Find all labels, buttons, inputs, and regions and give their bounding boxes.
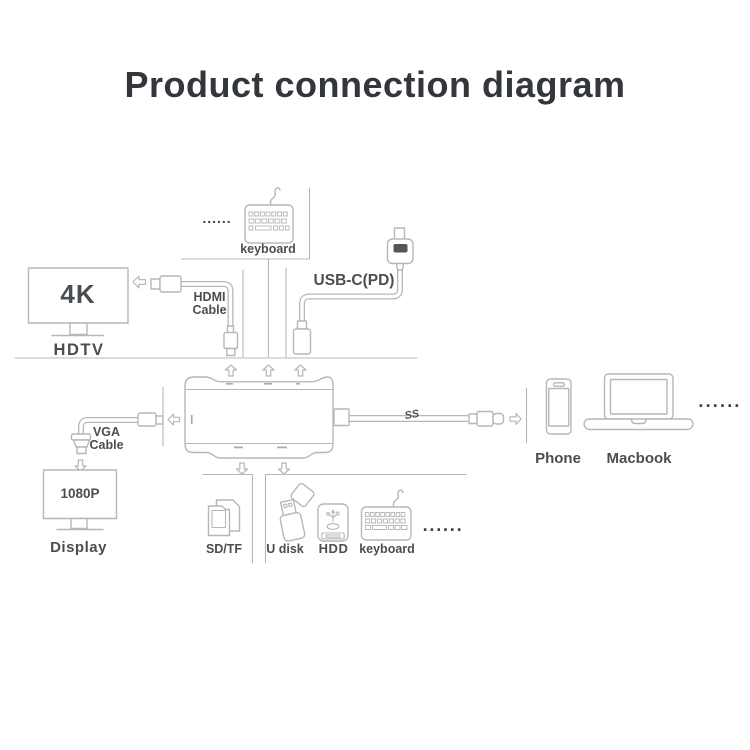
tv-icon: [27, 267, 129, 337]
usb-flash-drive-icon: [279, 482, 315, 542]
display-label: Display: [50, 538, 107, 556]
page-title: Product connection diagram: [124, 64, 626, 105]
keyboard-bracket-line: [180, 187, 311, 260]
usb-c-pd-cable: [299, 270, 403, 322]
arrow-left-icon: [132, 275, 181, 426]
keyboard-top-dots: ......: [202, 210, 232, 226]
hdd-icon: [317, 503, 349, 542]
hdmi-cable: [181, 281, 234, 326]
keyboard-top-label: keyboard: [240, 241, 296, 256]
keyboard-icon: [244, 187, 294, 244]
hdtv-label: HDTV: [53, 341, 105, 359]
monitor-screen-label: 1080P: [60, 485, 100, 501]
keyboard-bottom-label: keyboard: [359, 541, 415, 556]
u-disk-label: U disk: [266, 541, 304, 556]
vga-connector-icon: [137, 412, 164, 427]
top-divider-lines: [242, 267, 287, 358]
arrow-down-icon: [74, 459, 291, 475]
sd-card-icon: [207, 499, 241, 537]
vga-plug-icon: [70, 433, 92, 455]
monitor-icon: [42, 469, 118, 531]
hub-device-icon: [184, 376, 334, 459]
sd-tf-label: SD/TF: [205, 541, 243, 556]
usb-c-plug-icon: [292, 320, 312, 355]
bottom-dots: ......: [422, 515, 464, 535]
hosts-dots: ......: [698, 391, 742, 411]
phone-label: Phone: [535, 449, 581, 467]
macbook-icon: [583, 373, 694, 431]
keyboard-icon-bottom: [360, 489, 412, 541]
bottom-right-bracket-line: [264, 473, 468, 564]
hdmi-cable-label-line2: Cable: [192, 302, 227, 317]
vga-cable-label-line1: VGA: [92, 424, 121, 439]
vga-cable: [78, 417, 138, 434]
bottom-left-bracket-line: [202, 473, 254, 564]
hdmi-connector-icon: [150, 275, 182, 293]
vga-cable-label-line2: Cable: [89, 437, 124, 452]
hdmi-cable-label-line1: HDMI: [193, 289, 226, 304]
hdd-label: HDD: [318, 541, 349, 556]
hub-host-cable: [333, 408, 505, 427]
arrow-right-icon: [509, 412, 522, 426]
phone-icon: [545, 378, 572, 435]
tv-screen-label: 4K: [60, 279, 96, 309]
macbook-label: Macbook: [606, 449, 672, 467]
usb-c-pd-label: USB-C(PD): [313, 272, 395, 289]
arrow-up-icon: [224, 364, 307, 377]
power-adapter-icon: [386, 227, 414, 271]
hdmi-plug-icon: [223, 325, 239, 357]
